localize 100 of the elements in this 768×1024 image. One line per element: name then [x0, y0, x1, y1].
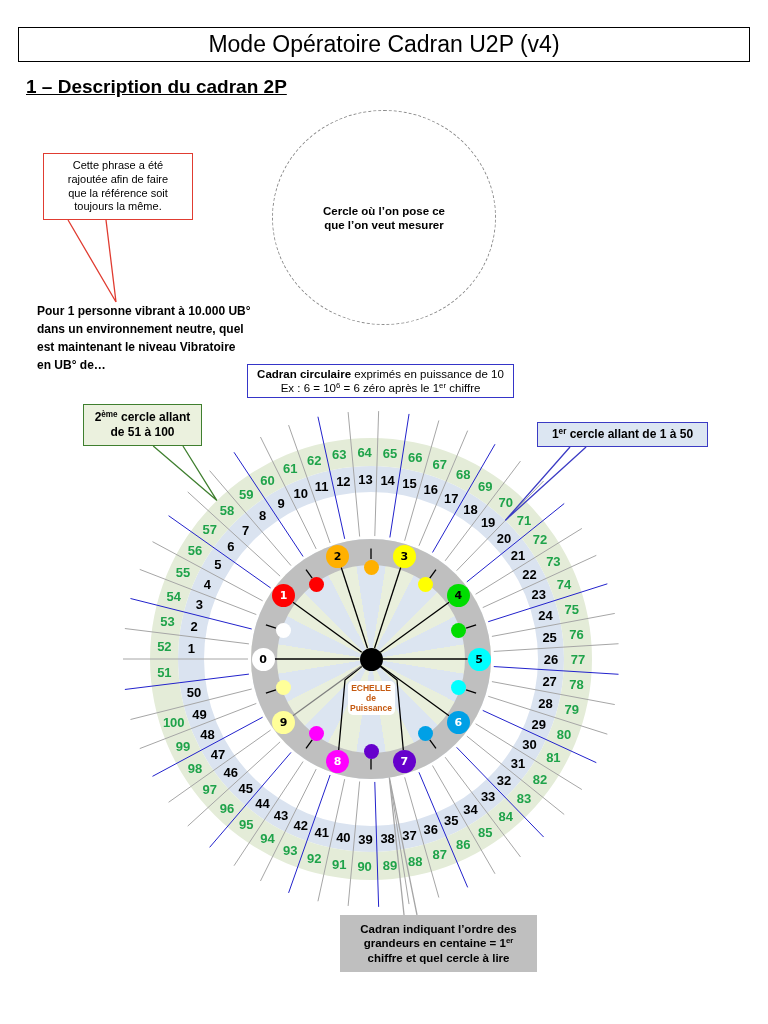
spoke-line — [379, 601, 450, 653]
ring-number: 35 — [444, 813, 459, 827]
spoke-line — [292, 601, 363, 653]
ring-number: 46 — [223, 765, 238, 779]
scale-tag: ECHELLE de Puissance — [347, 681, 395, 715]
ring-number: 21 — [510, 548, 526, 562]
dot-icon — [276, 679, 291, 695]
ring-number: 55 — [175, 565, 191, 579]
ring-number: 72 — [532, 532, 548, 546]
ring-number: 76 — [569, 627, 584, 641]
ring-number: 33 — [480, 789, 496, 803]
dot-icon — [309, 577, 325, 593]
ring-number: 49 — [192, 707, 207, 721]
digit-circle: 8 — [326, 750, 350, 774]
ring-number: 45 — [238, 781, 253, 795]
digit-circle: 2 — [326, 544, 350, 568]
ring-number: 27 — [542, 674, 557, 688]
ring-number: 7 — [242, 523, 250, 537]
callout-pointer — [152, 445, 218, 502]
ring-number: 86 — [456, 837, 471, 851]
ring-number: 68 — [456, 467, 471, 481]
ring-number: 19 — [480, 515, 496, 529]
ring-number: 60 — [260, 473, 275, 487]
power-dial — [251, 539, 491, 779]
dot-icon — [363, 559, 379, 575]
digit-circle: 4 — [446, 584, 470, 607]
ring-number: 16 — [423, 482, 439, 496]
dot-icon — [309, 725, 325, 741]
ring-number: 1 — [187, 641, 195, 655]
spoke-line — [379, 665, 404, 751]
spoke-line — [338, 665, 363, 751]
digit-circle: 9 — [272, 710, 296, 734]
ring-number: 67 — [432, 457, 448, 471]
callout-pointer — [388, 776, 418, 916]
ring-number: 23 — [531, 587, 547, 601]
ring-number: 87 — [432, 847, 448, 861]
ring-number: 51 — [157, 665, 172, 679]
ring-callout: 1$^{er}$ cercle allant de 1 à 50 — [537, 422, 708, 447]
ring-number: 22 — [522, 567, 537, 581]
ring-number: 66 — [408, 450, 423, 464]
ring-number: 56 — [187, 543, 203, 557]
ring-number: 81 — [546, 750, 561, 764]
dot-icon — [451, 623, 466, 639]
ring-number: 40 — [336, 830, 351, 844]
ring-number: 70 — [498, 495, 513, 509]
ring-number: 79 — [564, 703, 579, 716]
ring-number: 96 — [219, 801, 235, 815]
ring-number: 6 — [227, 539, 235, 553]
ring-number: 31 — [510, 756, 526, 770]
ring-number: 12 — [336, 474, 351, 488]
dot-icon — [276, 623, 291, 639]
ring-number: 62 — [307, 453, 322, 467]
ring-number: 44 — [255, 796, 270, 810]
ring-number: 75 — [564, 602, 579, 615]
spoke-line — [379, 665, 450, 717]
ring-number: 65 — [382, 446, 398, 460]
ring-number: 50 — [186, 685, 202, 699]
ring-number: 71 — [516, 513, 532, 527]
ring-number: 39 — [358, 832, 373, 846]
ring-number: 94 — [260, 831, 275, 845]
ring-number: 17 — [444, 491, 459, 505]
ring-callout: 2$^{ème}$ cercle allant de 51 à 100 — [83, 404, 202, 446]
ring-number: 53 — [160, 614, 175, 628]
info-box: Cadran circulaire exprimés en puissance de 10 Ex : 6 = 10$^{6}$ = 6 zéro après le 1$^{er}$ chiffre — [247, 364, 514, 398]
ring-number: 57 — [202, 522, 217, 536]
ring-number: 11 — [314, 479, 329, 493]
ring-number: 61 — [283, 461, 298, 475]
ring-number: 64 — [357, 445, 372, 459]
dial-callout: Cadran indiquant l’ordre des grandeurs en centaine = 1$^{er}$ chiffre et quel cercle à lire — [340, 915, 537, 973]
callout-pointer — [504, 446, 587, 522]
ring-number: 41 — [314, 825, 329, 839]
hub-dot-icon — [359, 647, 383, 671]
ring-number: 74 — [556, 577, 572, 591]
ring-number: 88 — [408, 854, 423, 868]
ring-number: 30 — [522, 737, 537, 751]
ring-number: 73 — [546, 554, 561, 568]
digit-circle: 3 — [392, 544, 416, 568]
ring-number: 10 — [293, 486, 309, 500]
ring-number: 83 — [516, 791, 532, 805]
ring-number: 52 — [157, 639, 172, 653]
ring-number: 78 — [569, 677, 584, 691]
ring-number: 58 — [219, 503, 235, 517]
ring-number: 29 — [531, 717, 547, 731]
ring-number: 80 — [556, 727, 572, 741]
ring-number: 93 — [283, 843, 298, 857]
callout-pointer — [67, 219, 117, 303]
ring-number: 84 — [498, 809, 513, 823]
spoke-line — [340, 566, 369, 649]
ring-number: 2 — [190, 619, 198, 633]
ring-number: 8 — [258, 508, 267, 522]
ring-number: 63 — [332, 447, 347, 461]
spoke-line — [373, 566, 402, 649]
ring-number: 4 — [203, 577, 212, 591]
ring-number: 77 — [570, 652, 586, 666]
ring-number: 26 — [543, 652, 559, 666]
spoke-line — [292, 665, 363, 717]
ring-number: 92 — [307, 851, 322, 865]
ring-number: 91 — [332, 857, 347, 871]
ring-number: 3 — [195, 597, 204, 611]
ring-number: 5 — [214, 557, 222, 571]
